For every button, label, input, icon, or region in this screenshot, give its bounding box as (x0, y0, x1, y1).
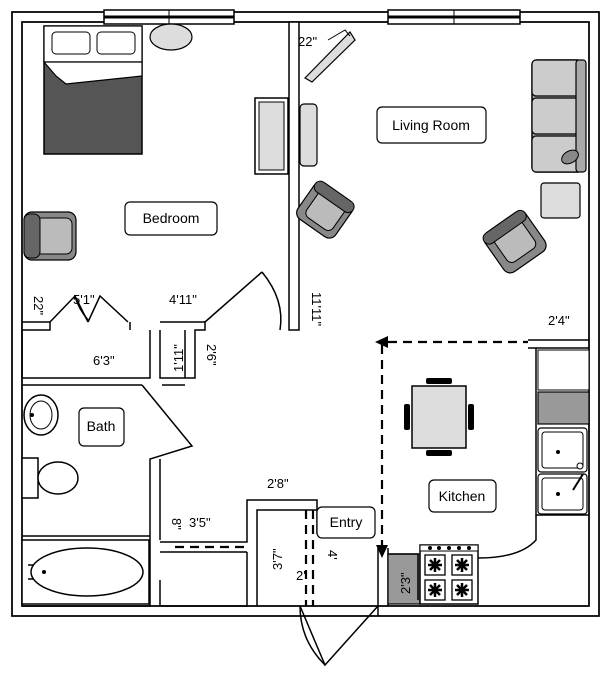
room-label-living-room: Living Room (376, 106, 487, 144)
dimension-label: 22" (298, 34, 317, 49)
kitchen-dashed-boundary (375, 336, 528, 558)
windows (103, 9, 521, 25)
room-label-bath: Bath (78, 407, 125, 447)
tv-stand (299, 103, 318, 167)
room-label-text: Bedroom (143, 210, 200, 226)
dimension-label: 22" (31, 296, 46, 315)
room-label-bedroom: Bedroom (124, 201, 218, 236)
closet-bifold-doors (49, 294, 129, 323)
room-label-kitchen: Kitchen (428, 479, 497, 513)
kitchen-counter (477, 348, 590, 559)
room-label-text: Entry (330, 514, 363, 530)
bedroom-door (204, 271, 282, 331)
dimension-label: 6'3" (93, 353, 115, 368)
dimension-label: 4' (325, 550, 340, 560)
dresser (254, 97, 289, 175)
armchair-living-right (482, 209, 547, 274)
armchair-living-left (296, 180, 355, 239)
dimension-label: 4'11" (169, 292, 197, 307)
toilet (21, 457, 79, 499)
dimension-label: 2'6" (204, 344, 219, 366)
bedroom-closet-walls (21, 321, 206, 386)
dimension-label: 8" (169, 518, 184, 530)
round-rug (149, 23, 193, 51)
entry-door (299, 605, 379, 667)
dimension-label: 2' (296, 568, 306, 583)
refrigerator (387, 553, 421, 605)
entry-closet (159, 499, 318, 607)
corner-tv (304, 29, 356, 83)
dimension-label: 3'5" (189, 515, 211, 530)
bathtub (21, 539, 150, 605)
ottoman (540, 182, 581, 219)
dimension-label: 2'4" (548, 313, 570, 328)
dimension-label: 11'11" (309, 292, 324, 326)
room-label-text: Bath (87, 418, 116, 434)
dimension-label: 5'1" (73, 292, 95, 307)
armchair-bedroom (23, 211, 77, 261)
dimension-label: 3'7" (270, 548, 285, 570)
dimension-label: 1'11" (171, 344, 186, 372)
stove (419, 544, 479, 605)
bath-walls (22, 384, 194, 607)
room-label-text: Living Room (392, 117, 470, 133)
sofa (531, 59, 587, 173)
bedroom-living-wall (288, 21, 300, 331)
room-label-text: Kitchen (439, 488, 486, 504)
room-label-entry: Entry (316, 506, 376, 539)
dimension-label: 2'3" (398, 572, 413, 594)
dining-table (404, 378, 474, 456)
bed (42, 25, 143, 155)
dimension-label: 2'8" (267, 476, 289, 491)
bathroom-sink (23, 394, 59, 436)
